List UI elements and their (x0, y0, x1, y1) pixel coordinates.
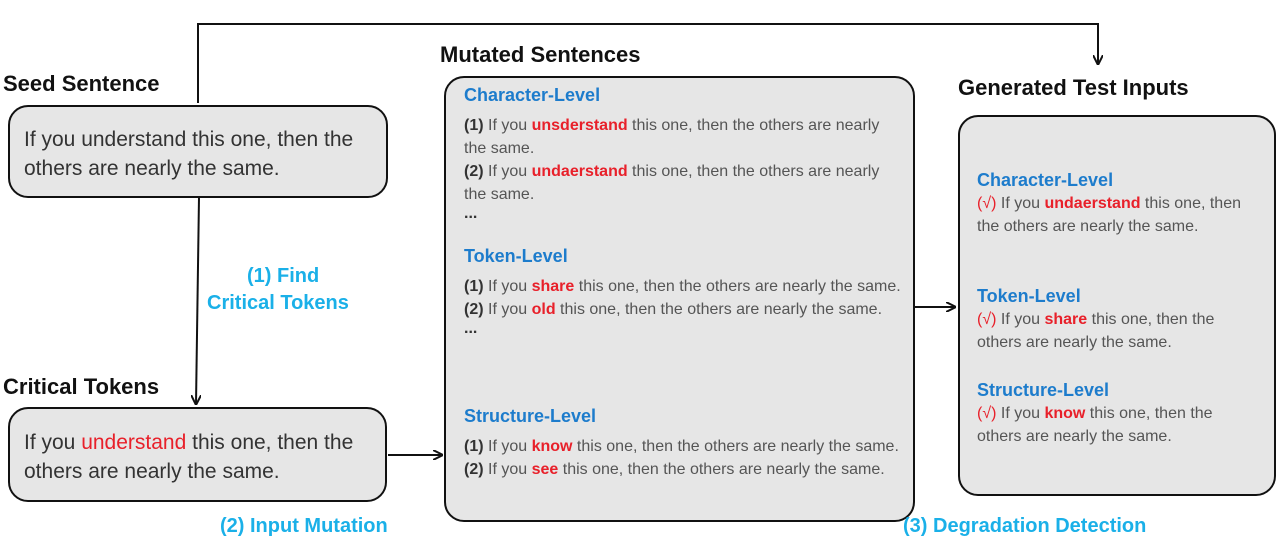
mutated-sentences-label: Mutated Sentences (440, 42, 641, 67)
text: If you (483, 278, 532, 295)
mutated-sentence: (1) If you unsderstand this one, then th… (464, 114, 904, 160)
seed-sentence-box: If you understand this one, then the oth… (8, 105, 388, 198)
mutated-word: know (1044, 405, 1086, 422)
step-find-label-2: Critical Tokens (207, 292, 349, 314)
ellipsis: ... (464, 320, 478, 337)
text: If you (996, 195, 1045, 212)
item-number: (1) (464, 278, 484, 295)
text: If you (483, 461, 532, 478)
text: this one, then the others are nearly the… (555, 301, 883, 318)
text: If you (996, 405, 1045, 422)
item-number: (2) (464, 461, 484, 478)
level-heading: Character-Level (464, 85, 601, 105)
text: this one, then the others are nearly the… (24, 431, 354, 483)
text: this one, then the others are nearly the… (977, 311, 1215, 351)
text: this one, then the others are nearly the… (464, 163, 880, 203)
level-heading: Token-Level (464, 246, 568, 266)
mutated-sentence: (2) If you old this one, then the others… (464, 298, 904, 321)
critical-sentence-text: If you understand this one, then the oth… (24, 428, 384, 486)
generated-section: Structure-Level(√) If you know this one,… (977, 379, 1257, 448)
text: If you (483, 117, 532, 134)
item-number: (1) (464, 438, 484, 455)
text: this one, then the others are nearly the… (977, 195, 1241, 235)
mutation-section: Structure-Level (1) If you know this one,… (464, 405, 904, 481)
generated-inputs-label: Generated Test Inputs (958, 75, 1189, 100)
mutated-word: know (531, 438, 573, 455)
step-detection-label: (3) Degradation Detection (903, 515, 1147, 537)
mutation-list: (1) If you know this one, then the other… (464, 435, 904, 481)
critical-tokens-box: If you understand this one, then the oth… (8, 407, 387, 502)
text: this one, then the others are nearly the… (572, 438, 899, 455)
mutation-section: Character-Level (1) If you unsderstand th… (464, 84, 904, 222)
mutated-word: share (1044, 311, 1088, 328)
text: this one, then the others are nearly the… (464, 117, 880, 157)
level-heading: Structure-Level (464, 406, 597, 426)
mutated-sentence: (2) If you see this one, then the others… (464, 458, 904, 481)
generated-inputs-box: Character-Level(√) If you undaerstand th… (958, 115, 1276, 496)
step-mutation-label: (2) Input Mutation (220, 515, 388, 537)
generated-section: Token-Level(√) If you share this one, th… (977, 285, 1257, 354)
text: this one, then the others are nearly the… (977, 405, 1213, 445)
mutated-sentence: (1) If you know this one, then the other… (464, 435, 904, 458)
text: If you (483, 301, 532, 318)
mutated-sentences-box: Character-Level (1) If you unsderstand th… (444, 76, 915, 522)
critical-tokens-label: Critical Tokens (3, 374, 160, 399)
seed-sentence-text: If you understand this one, then the oth… (24, 128, 354, 180)
mutated-word: old (531, 301, 556, 318)
mutated-word: undaerstand (1044, 195, 1141, 212)
generated-sentence: (√) If you know this one, then the other… (977, 402, 1257, 448)
text: If you (483, 438, 532, 455)
text: If you (24, 431, 82, 454)
mutated-word: undaerstand (531, 163, 628, 180)
find-tokens-arrow (196, 196, 199, 404)
mutated-word: unsderstand (531, 117, 628, 134)
mutated-word: share (531, 278, 575, 295)
step-find-label-1: (1) Find (247, 265, 320, 287)
seed-to-generated-arrow (197, 23, 1098, 103)
mutation-list: (1) If you share this one, then the othe… (464, 275, 904, 337)
check-mark: (√) (977, 311, 997, 328)
check-mark: (√) (977, 195, 997, 212)
level-heading: Character-Level (977, 170, 1114, 190)
level-heading: Structure-Level (977, 380, 1110, 400)
generated-sentence: (√) If you undaerstand this one, then th… (977, 192, 1257, 238)
item-number: (2) (464, 301, 484, 318)
seed-sentence-label: Seed Sentence (3, 71, 160, 96)
mutation-section: Token-Level (1) If you share this one, th… (464, 245, 904, 337)
mutated-word: see (531, 461, 559, 478)
mutation-list: (1) If you unsderstand this one, then th… (464, 114, 904, 222)
ellipsis: ... (464, 205, 478, 222)
generated-sentence: (√) If you share this one, then the othe… (977, 308, 1257, 354)
critical-token: understand (81, 431, 187, 454)
text: If you (483, 163, 532, 180)
text: this one, then the others are nearly the… (574, 278, 901, 295)
mutated-sentence: (1) If you share this one, then the othe… (464, 275, 904, 298)
level-heading: Token-Level (977, 286, 1081, 306)
text: If you (996, 311, 1045, 328)
check-mark: (√) (977, 405, 997, 422)
mutated-sentence: (2) If you undaerstand this one, then th… (464, 160, 904, 206)
item-number: (2) (464, 163, 484, 180)
generated-section: Character-Level(√) If you undaerstand th… (977, 169, 1257, 238)
text: this one, then the others are nearly the… (558, 461, 885, 478)
item-number: (1) (464, 117, 484, 134)
